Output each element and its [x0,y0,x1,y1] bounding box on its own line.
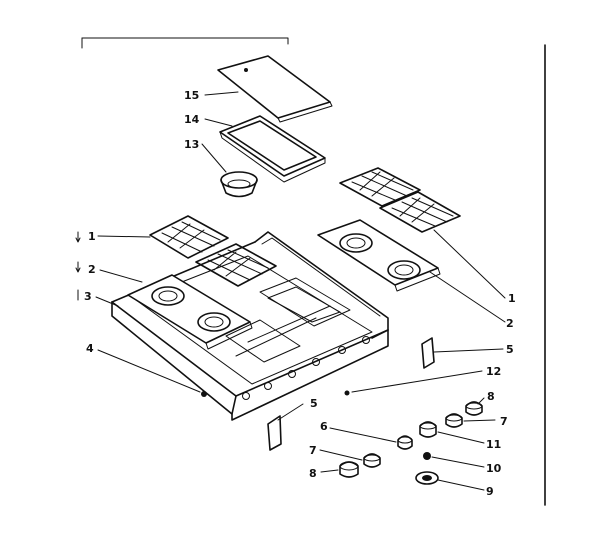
callout-1-left: 1 [88,230,96,243]
grate-left-front [195,243,277,287]
griddle-bowl [220,171,258,198]
callout-5-left: 5 [310,397,318,410]
callout-1-right: 1 [508,292,516,305]
callout-2-left: 2 [88,263,96,276]
callout-10: 10 [486,462,502,475]
knob-part-8-left [339,461,359,478]
frame-top-line [81,37,289,45]
spring-part-10 [423,452,431,460]
tick-mark-2 [75,261,81,273]
screw-part [201,391,207,397]
callout-4: 4 [86,342,94,355]
callout-8-left: 8 [309,467,317,480]
callout-7-right: 7 [500,415,508,428]
cooktop-body [111,231,389,421]
callout-5-right: 5 [506,343,514,356]
grate-left-rear [149,215,229,259]
small-screw-part [344,390,350,396]
callout-15: 15 [184,89,199,102]
knob-part-8-right [465,401,483,416]
callout-14: 14 [184,113,200,126]
callout-7-left: 7 [309,444,317,457]
griddle-cover [217,55,333,123]
knob-part-6 [397,435,413,450]
callout-6: 6 [320,420,328,433]
leader-lines [95,91,506,491]
callout-9: 9 [486,485,494,498]
burner-plate-left [127,274,253,350]
knob-part-7-left [363,453,381,468]
knob-part-7-right [445,413,463,428]
bezel-part-9 [415,471,439,485]
bracket-right [421,337,435,369]
callout-3: 3 [84,290,92,303]
valve-part-11 [419,421,437,438]
callout-12: 12 [486,365,501,378]
callout-2-right: 2 [506,317,514,330]
burner-plate-right [317,219,441,292]
grate-right-rear [339,167,421,207]
grate-right-front [379,191,461,233]
callout-11: 11 [486,438,501,451]
tick-mark-1 [75,231,81,243]
callout-13: 13 [184,138,199,151]
callout-8-right: 8 [487,390,495,403]
griddle-frame [219,115,326,183]
bracket-left [267,415,282,451]
